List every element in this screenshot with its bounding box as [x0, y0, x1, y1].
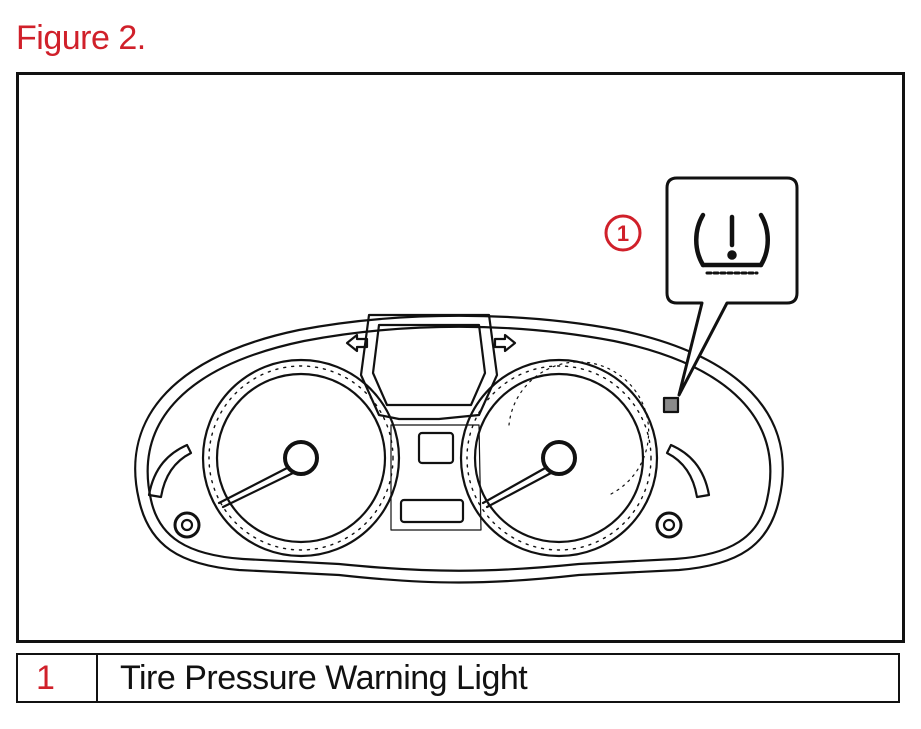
callout-bubble [665, 176, 799, 397]
temp-gauge-hub [655, 511, 683, 539]
cluster-housing [134, 314, 784, 584]
cluster-housing-inner [146, 325, 772, 572]
instrument-cluster-diagram: 1 [134, 176, 799, 584]
legend-label: Tire Pressure Warning Light [120, 659, 528, 697]
diagram-frame: 1 [16, 72, 905, 643]
center-display [359, 313, 499, 421]
callout-number: 1 [617, 221, 629, 246]
speedometer-hub [283, 440, 319, 476]
tire-pressure-warning-icon [694, 212, 770, 275]
legend-table: 1 Tire Pressure Warning Light [16, 653, 900, 703]
warning-lamp-location [662, 396, 680, 414]
speedometer-inner [215, 372, 387, 544]
legend-number: 1 [18, 655, 98, 701]
temp-gauge-arc [665, 443, 711, 499]
figure-title: Figure 2. [16, 19, 146, 57]
fuel-gauge-arc [147, 443, 193, 499]
speedometer-outer [201, 358, 401, 558]
tachometer-outer [459, 358, 659, 558]
speedometer-needle [217, 465, 295, 509]
tachometer-inner [473, 372, 645, 544]
fuel-gauge-hub [173, 511, 201, 539]
tachometer-hub [541, 440, 577, 476]
tachometer-needle [481, 465, 553, 509]
callout-number-circle [604, 214, 642, 252]
left-turn-signal-icon [345, 333, 369, 353]
odometer-display [399, 498, 465, 524]
center-lower-display [417, 431, 455, 465]
right-turn-signal-icon [493, 333, 517, 353]
